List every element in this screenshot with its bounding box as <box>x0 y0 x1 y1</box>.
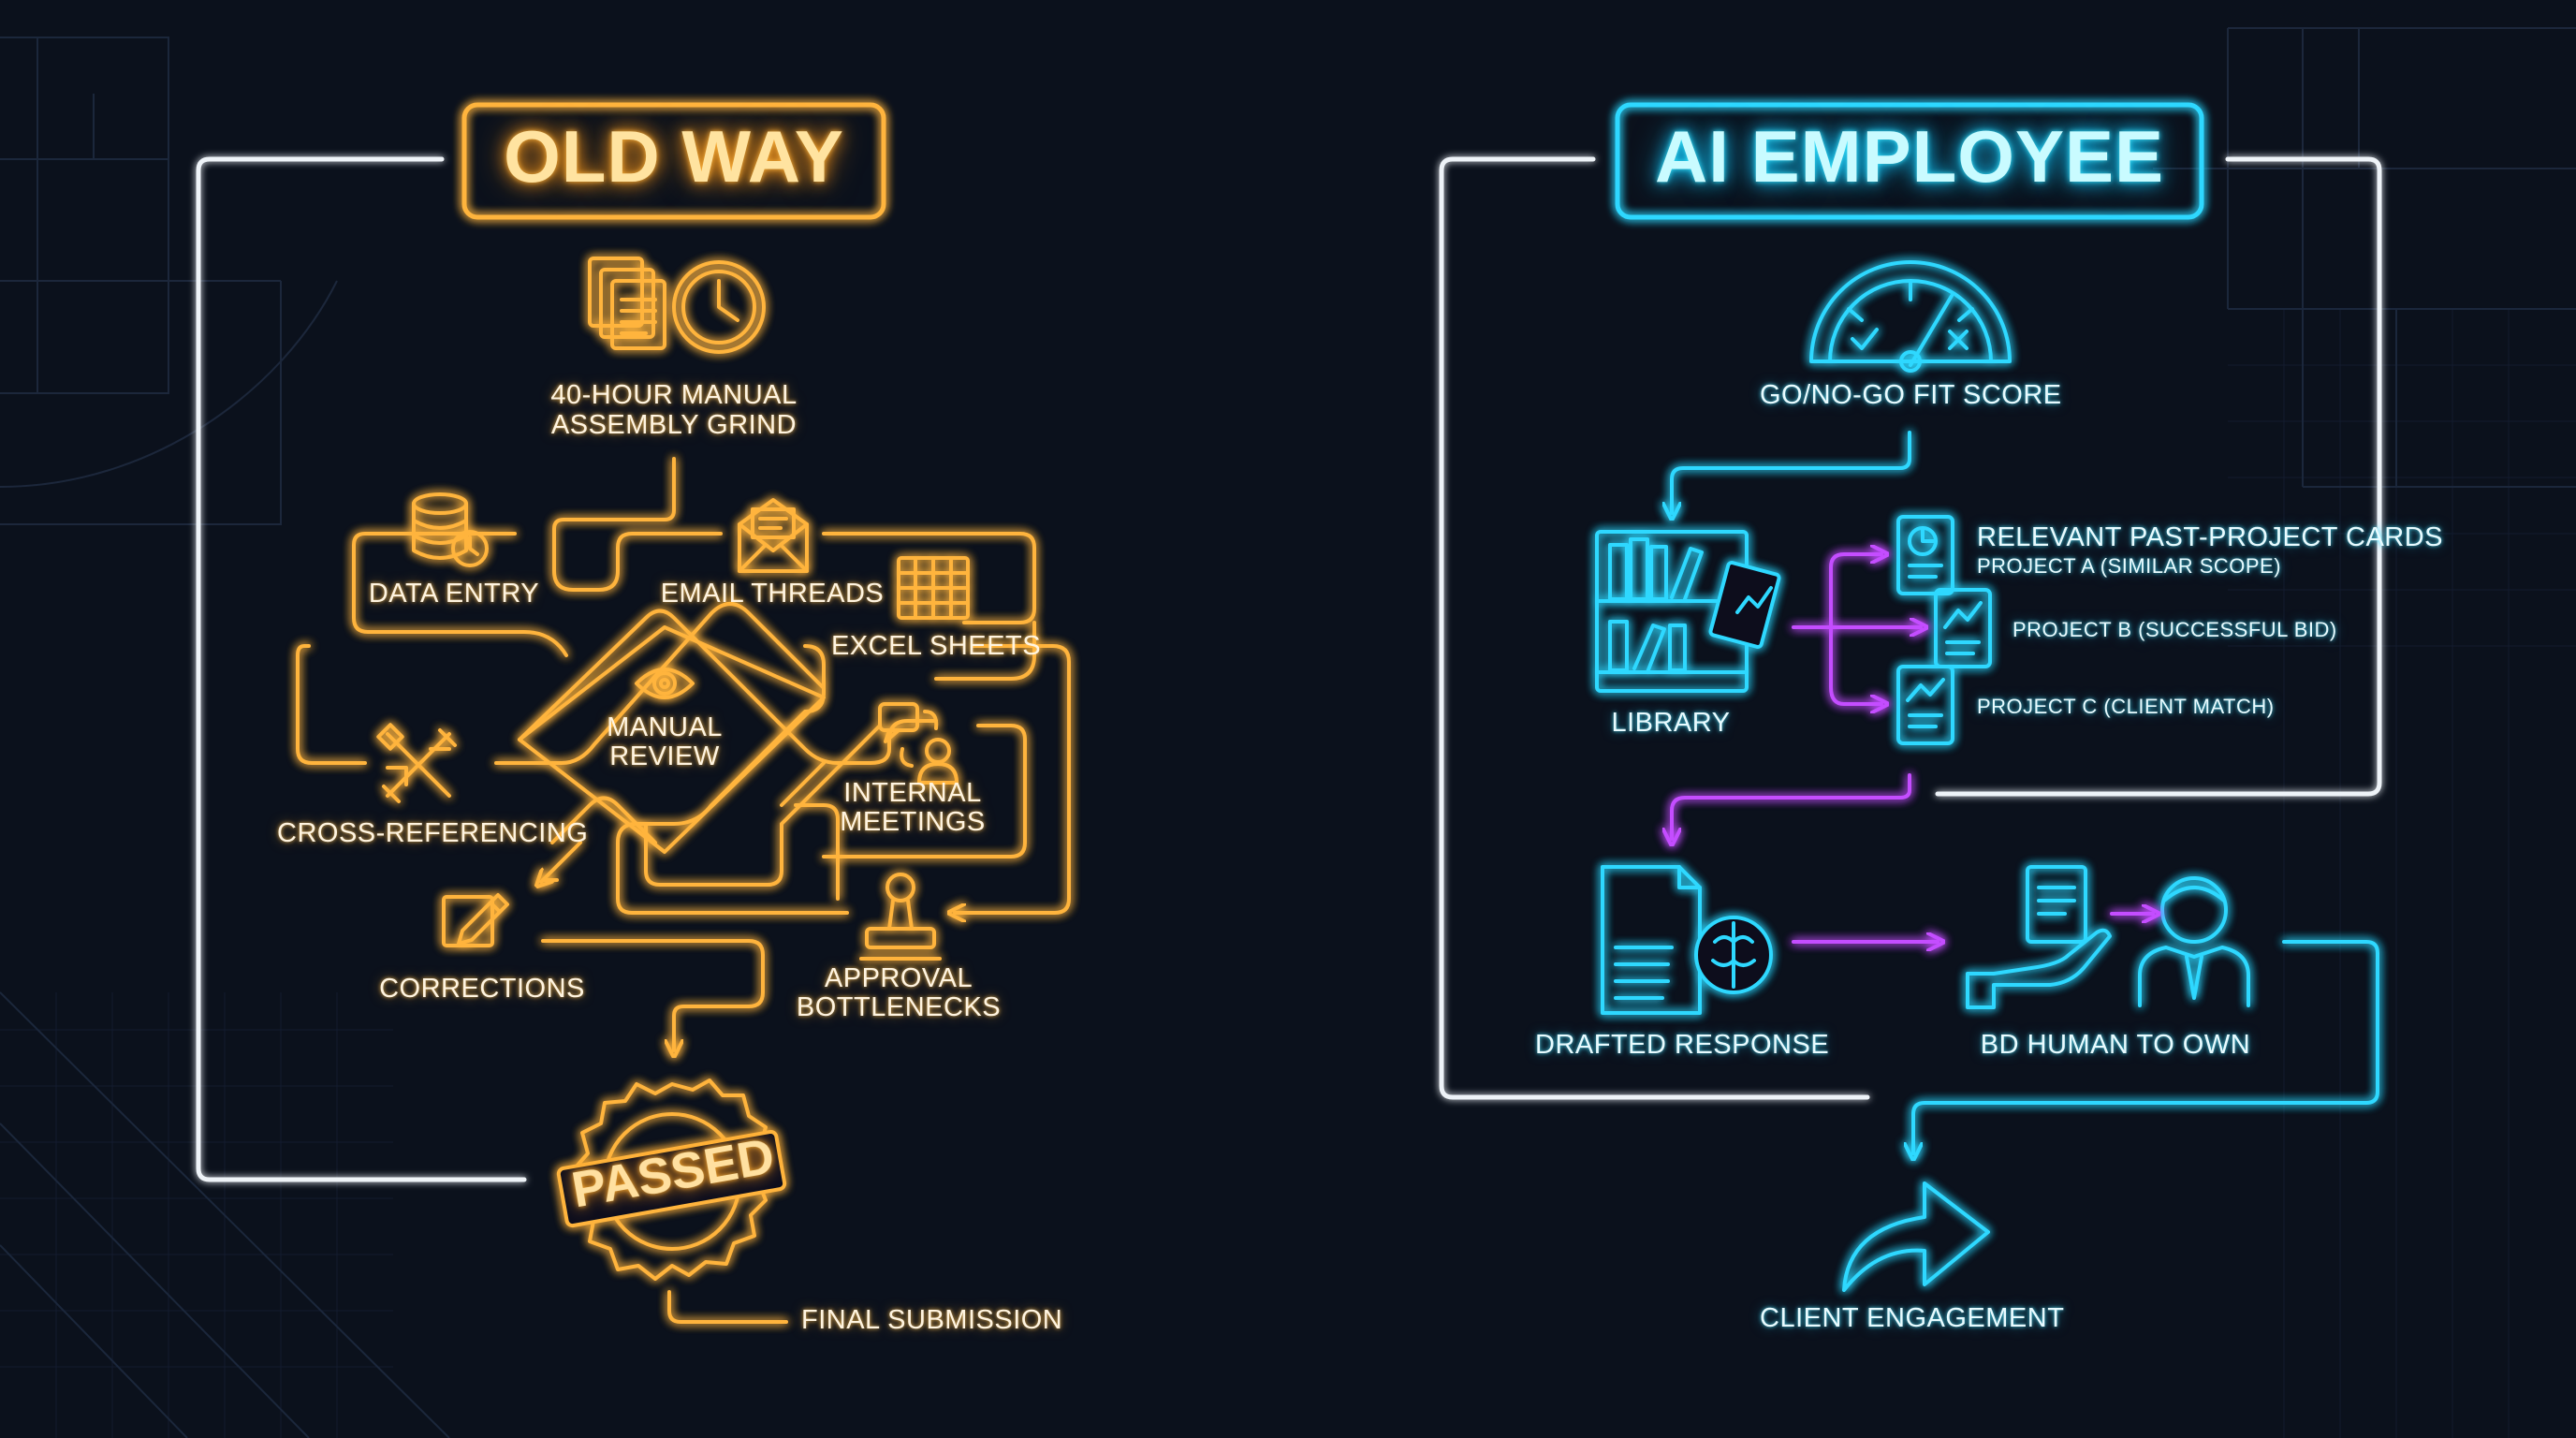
old-way-maze-paths <box>296 457 1071 1324</box>
database-clock-icon <box>412 492 489 567</box>
manual-review-diamond <box>518 625 826 854</box>
grind-line2: ASSEMBLY GRIND <box>550 410 798 440</box>
grind-label: 40-HOUR MANUAL ASSEMBLY GRIND <box>524 380 824 440</box>
branch-to-card-a <box>1829 554 1881 629</box>
fit-to-library-connector <box>1672 431 1911 513</box>
manual-review-line2: REVIEW <box>609 741 720 771</box>
spreadsheet-icon <box>897 556 970 620</box>
chat-person-icon <box>878 702 959 785</box>
data-entry-label: DATA ENTRY <box>368 579 540 609</box>
ai-document-brain-icon <box>1601 865 1773 1015</box>
manual-review-line1: MANUAL <box>607 712 723 742</box>
approval-line1: APPROVAL <box>824 963 973 993</box>
bookshelf-icon <box>1595 530 1781 693</box>
card-b-icon <box>1934 588 1992 668</box>
right-frame <box>1439 156 2382 1100</box>
envelope-icon <box>738 498 809 573</box>
blueprint-background <box>0 27 2576 1438</box>
cards-heading: RELEVANT PAST-PROJECT CARDS <box>1977 522 2444 552</box>
grind-line1: 40-HOUR MANUAL <box>550 380 798 410</box>
old-way-title-box <box>461 102 886 220</box>
manual-review-label: MANUAL REVIEW <box>580 713 749 771</box>
card-c-label: PROJECT C (CLIENT MATCH) <box>1977 695 2275 718</box>
internal-meetings-line2: MEETINGS <box>840 807 986 837</box>
gauge-icon <box>1809 260 2012 373</box>
blueprint-grid <box>0 308 2576 1438</box>
left-frame <box>196 156 527 1182</box>
library-label: LIBRARY <box>1611 708 1731 738</box>
card-b-label: PROJECT B (SUCCESSFUL BID) <box>2012 618 2337 641</box>
drafted-response-label: DRAFTED RESPONSE <box>1535 1030 1830 1060</box>
eye-icon <box>635 668 695 699</box>
client-engagement-label: CLIENT ENGAGEMENT <box>1760 1303 2065 1333</box>
handoff-person-icon <box>1966 865 2250 1009</box>
approval-line2: BOTTLENECKS <box>796 992 1002 1022</box>
edit-icon <box>442 893 509 947</box>
internal-meetings-line1: INTERNAL <box>843 778 982 808</box>
card-a-icon <box>1896 515 1954 595</box>
ai-employee-title-box <box>1615 102 2204 220</box>
crossed-tools-icon <box>376 723 457 803</box>
internal-meetings-label: INTERNAL MEETINGS <box>824 779 1002 837</box>
fit-score-label: GO/NO-GO FIT SCORE <box>1760 380 2062 410</box>
final-submission-label: FINAL SUBMISSION <box>801 1305 1063 1335</box>
stamp-icon <box>859 873 942 961</box>
cross-referencing-label: CROSS-REFERENCING <box>277 818 589 848</box>
old-way-title: OLD WAY <box>504 115 844 198</box>
email-threads-label: EMAIL THREADS <box>660 579 885 609</box>
passed-seal-icon <box>556 1078 787 1281</box>
bd-human-label: BD HUMAN TO OWN <box>1980 1030 2251 1060</box>
approval-label: APPROVAL BOTTLENECKS <box>796 964 1002 1022</box>
corrections-label: CORRECTIONS <box>379 974 585 1004</box>
card-c-icon <box>1896 665 1954 745</box>
card-a-label: PROJECT A (SIMILAR SCOPE) <box>1977 554 2282 578</box>
bd-to-client-connector <box>1913 940 2379 1153</box>
excel-sheets-label: EXCEL SHEETS <box>830 631 1042 661</box>
ai-employee-title: AI EMPLOYEE <box>1654 115 2165 198</box>
branch-to-card-c <box>1829 625 1881 704</box>
share-arrow-icon <box>1842 1181 1990 1292</box>
documents-clock-icon <box>588 257 766 354</box>
cards-to-draft-connector <box>1672 773 1911 839</box>
